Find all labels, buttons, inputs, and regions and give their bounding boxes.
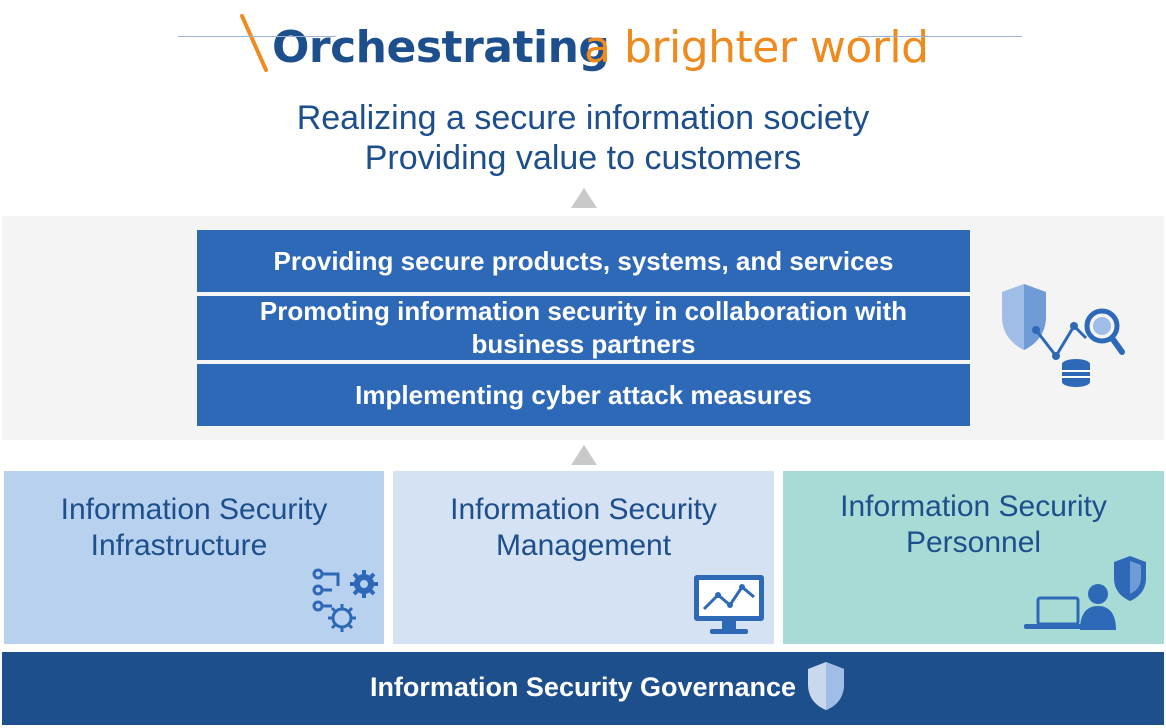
corporate-slogan: Orchestrating a brighter world (0, 8, 1166, 78)
monitor-chart-icon (694, 575, 764, 634)
initiative-bar-1: Providing secure products, systems, and … (197, 230, 970, 292)
pillar-personnel: Information Security Personnel (783, 471, 1164, 644)
vision-line-1: Realizing a secure information society (296, 99, 870, 137)
governance-bar (2, 652, 1164, 725)
initiative-bar-2: Promoting information security in collab… (197, 296, 970, 360)
initiative-label: Providing secure products, systems, and … (273, 245, 894, 276)
person-shield-laptop-icon (1024, 556, 1146, 630)
slogan-part-2: a brighter world (584, 22, 929, 73)
pillar-title-line-2: Personnel (905, 525, 1042, 559)
slash-mark-icon (240, 14, 268, 72)
governance-label: Information Security Governance (369, 672, 797, 702)
pillar-infrastructure: Information Security Infrastructure (4, 471, 384, 644)
pillar-title-line-1: Information Security (840, 489, 1107, 523)
shield-icon (808, 662, 844, 710)
divider-line (858, 36, 1022, 37)
initiative-bar-3: Implementing cyber attack measures (197, 364, 970, 426)
pillar-title-line-2: Infrastructure (90, 528, 268, 562)
pillar-title-line-2: Management (495, 528, 672, 562)
arrow-up-icon (571, 445, 597, 465)
vision-line-2: Providing value to customers (364, 139, 802, 177)
slogan-part-1: Orchestrating (272, 22, 610, 73)
pillar-title-line-1: Information Security (450, 492, 717, 526)
vision-statement: Realizing a secure information society P… (0, 98, 1166, 178)
arrow-up-icon (571, 188, 597, 208)
shield-analytics-icon (1002, 284, 1125, 387)
initiative-label: Promoting information security in collab… (259, 296, 908, 359)
initiative-label: Implementing cyber attack measures (355, 379, 812, 410)
circuit-gear-icon (312, 568, 378, 632)
pillar-title-line-1: Information Security (60, 492, 328, 526)
divider-line (178, 36, 336, 37)
